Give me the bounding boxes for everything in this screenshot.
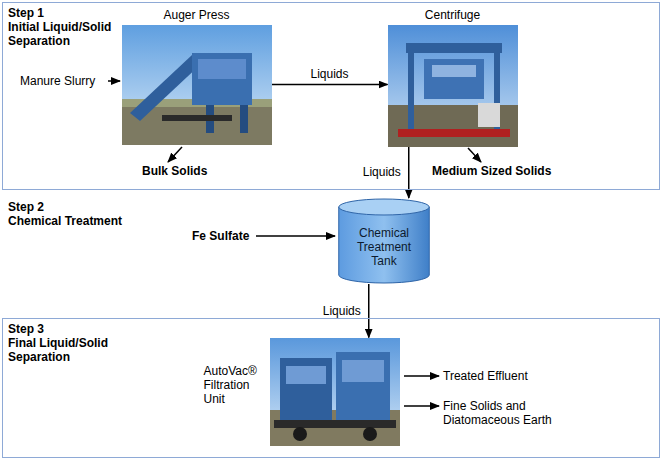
flow-label: Step 2: [8, 200, 138, 214]
step-panel: Step 3Final Liquid/Solid SeparationAutoV…: [2, 318, 660, 458]
autovac-photo: [270, 338, 400, 446]
tank-cylinder: Chemical Treatment Tank: [338, 198, 430, 284]
node-text: Centrifuge: [388, 8, 518, 22]
output-arrow: [404, 405, 439, 407]
auger-press-photo: [122, 25, 272, 145]
flow-label: Fine Solids and Diatomaceous Earth: [443, 399, 575, 427]
flow-arrow: [272, 84, 388, 86]
input-arrow: [256, 235, 335, 237]
step-heading: Step 3Final Liquid/Solid Separation: [8, 322, 120, 364]
output-arrow: [404, 375, 439, 377]
flow-arrow: [368, 284, 370, 338]
edge-label: Liquids: [361, 165, 403, 179]
node-text: Step 3: [8, 322, 120, 336]
node-text: AutoVac® Filtration Unit: [204, 364, 264, 406]
flow-label: Manure Slurry: [20, 74, 110, 88]
equipment-photo: Auger Press: [122, 25, 272, 145]
edge-label: Liquids: [308, 67, 350, 81]
equipment-photo: AutoVac® Filtration Unit: [270, 338, 400, 446]
flow-label: Fe Sulfate: [192, 229, 256, 243]
input-arrow: [108, 80, 120, 82]
output-arrow: [468, 148, 481, 162]
flow-arrow: [408, 147, 410, 199]
node-text: Chemical Treatment Tank: [344, 226, 424, 268]
node-text: Final Liquid/Solid Separation: [8, 336, 120, 364]
node-text: Initial Liquid/Solid Separation: [8, 20, 120, 48]
output-arrow: [168, 147, 182, 162]
equipment-photo: Centrifuge: [388, 25, 518, 147]
step-panel: Step 1Initial Liquid/Solid SeparationAug…: [2, 2, 660, 190]
flow-label: Chemical Treatment: [8, 214, 148, 228]
flow-label: Bulk Solids: [142, 164, 242, 178]
centrifuge-photo: [388, 25, 518, 147]
edge-label: Liquids: [321, 304, 363, 318]
flow-label: Medium Sized Solids: [432, 164, 592, 178]
step-heading: Step 1Initial Liquid/Solid Separation: [8, 6, 120, 48]
flow-label: Treated Effluent: [443, 369, 593, 383]
node-text: Auger Press: [122, 8, 272, 22]
node-text: Step 1: [8, 6, 120, 20]
